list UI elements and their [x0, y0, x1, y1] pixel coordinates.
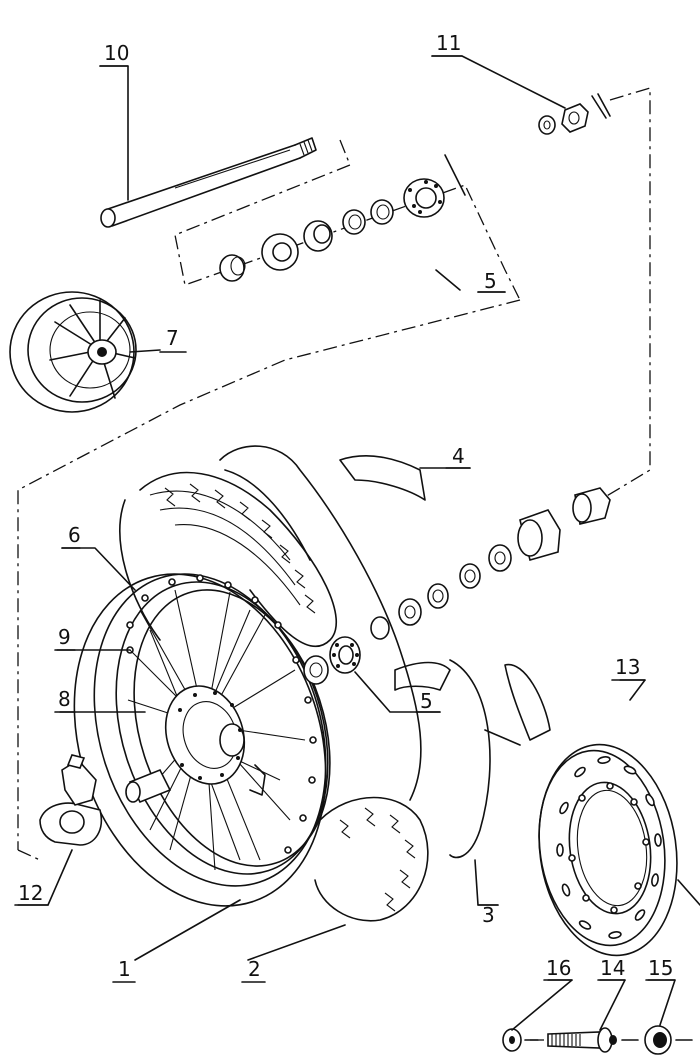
- part-number-11: 11: [436, 31, 461, 55]
- part-number-3: 3: [482, 903, 495, 927]
- label-underlines: [14, 55, 676, 983]
- part-number-2: 2: [248, 957, 261, 981]
- hub-part: [164, 685, 266, 796]
- disc-bolt-part: [502, 1025, 693, 1055]
- part-labels: 10 11 5 7 4 6 9 13 8 5 12 3 1 2 16 14 15: [18, 31, 673, 981]
- hub-cover-part: [9, 291, 137, 413]
- part-number-16: 16: [546, 956, 571, 980]
- inner-tube-part: [219, 445, 491, 859]
- leader-lines: [17, 55, 676, 1031]
- part-number-14: 14: [600, 956, 625, 980]
- part-number-7: 7: [166, 326, 179, 350]
- brake-disc-part: [538, 743, 700, 957]
- part-number-6: 6: [68, 523, 81, 547]
- part-number-13: 13: [615, 655, 640, 679]
- part-number-8: 8: [58, 687, 71, 711]
- rim-tape-part: [339, 455, 551, 746]
- part-number-4: 4: [452, 444, 465, 468]
- part-number-12: 12: [18, 881, 43, 905]
- assembly-center-lines: [17, 87, 651, 1041]
- part-number-1: 1: [118, 957, 131, 981]
- axle-part: [100, 137, 317, 228]
- spacer-part: [125, 768, 172, 804]
- speedometer-drive-part: [39, 754, 102, 846]
- tyre-part: [119, 471, 429, 922]
- axle-nut-part: [538, 93, 611, 135]
- part-number-15: 15: [648, 956, 673, 980]
- part-number-5-lower: 5: [420, 689, 433, 713]
- part-number-5-upper: 5: [484, 269, 497, 293]
- part-number-9: 9: [58, 625, 71, 649]
- lower-bearing-stack: [303, 487, 611, 685]
- upper-bearing-stack: [219, 178, 445, 282]
- part-number-10: 10: [104, 41, 129, 65]
